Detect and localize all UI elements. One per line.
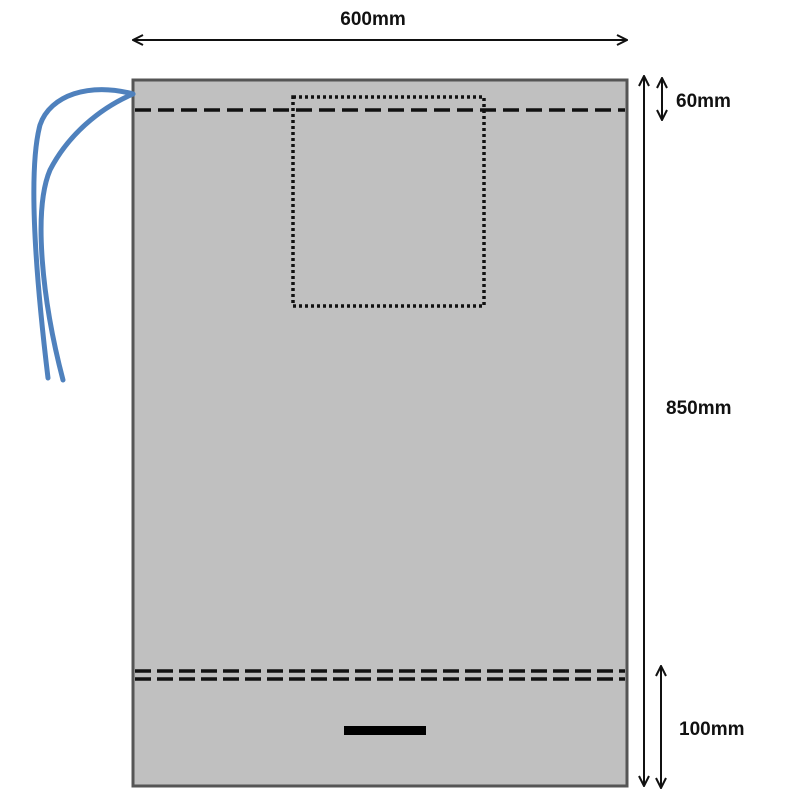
bottom-hem-dimension-label: 100mm xyxy=(679,719,745,740)
bag-body xyxy=(131,78,629,788)
drawstring-cord-outer xyxy=(31,87,136,381)
width-dimension-label: 600mm xyxy=(340,9,406,30)
height-dimension-label: 850mm xyxy=(666,398,732,419)
bottom-slot-bar xyxy=(344,726,426,735)
label-pocket-outline xyxy=(291,95,486,308)
drawstring-cord-inner xyxy=(38,91,136,383)
top-hem-dimension-label: 60mm xyxy=(676,91,731,112)
